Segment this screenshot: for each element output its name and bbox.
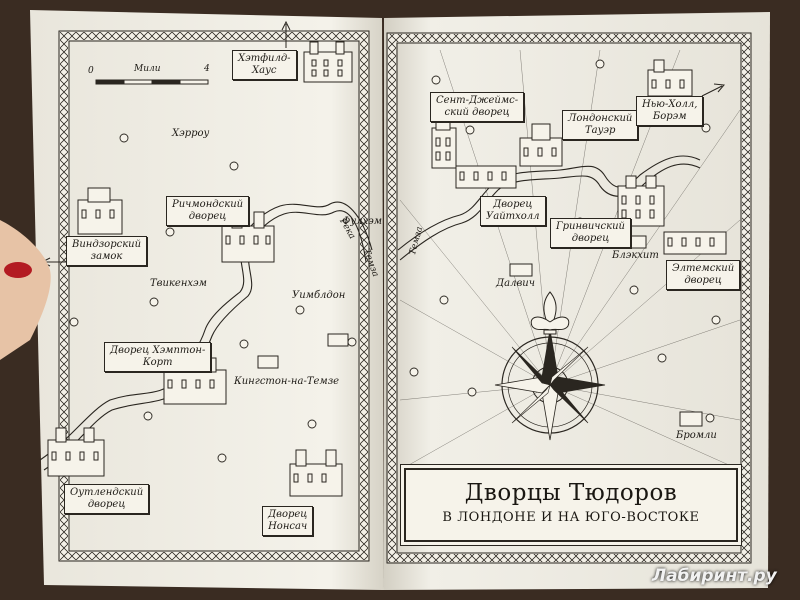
building-oatlands [47, 427, 105, 477]
map-title: Дворцы Тюдоров [464, 480, 678, 506]
nail-polish [4, 262, 32, 278]
scale-bar [95, 79, 209, 85]
label-harrow: Хэрроу [172, 128, 210, 139]
scale-start: 0 [88, 66, 94, 76]
label-eltham-palace: Элтемский дворец [666, 260, 741, 290]
scale-end: 4 [204, 64, 210, 74]
label-new-hall-boreham: Нью-Холл, Борэм [636, 96, 704, 126]
building-new-hall [647, 59, 693, 97]
map-subtitle: в лондоне и на юго-востоке [442, 510, 700, 525]
left-map-border [58, 30, 370, 562]
label-blackheath: Блэкхит [612, 250, 659, 261]
label-tower-of-london: Лондонский Тауэр [562, 110, 639, 140]
thames-river [39, 155, 701, 471]
label-whitehall-palace: Дворец Уайтхолл [480, 196, 546, 226]
label-oatlands-palace: Оутлендский дворец [64, 484, 150, 514]
labirint-watermark: Лабиринт.ру [652, 566, 777, 586]
label-bromley: Бромли [676, 430, 717, 441]
label-dulwich: Далвич [496, 278, 535, 289]
fleur-de-lis [530, 291, 570, 335]
building-windsor [77, 187, 123, 235]
label-hatfield-house: Хэтфилд- Хаус [232, 50, 297, 80]
label-kingston: Кингстон-на-Темзе [234, 376, 340, 387]
hand-skin [0, 220, 51, 360]
label-wimbledon: Уимблдон [292, 290, 346, 301]
left-page [30, 10, 384, 590]
label-nonsuch-palace: Дворец Нонсач [262, 506, 314, 536]
label-greenwich-palace: Гринвичский дворец [550, 218, 631, 248]
map-title-box: Дворцы Тюдоров в лондоне и на юго-восток… [404, 468, 738, 542]
compass-rose [494, 329, 606, 441]
building-whitehall [455, 165, 517, 189]
right-map-border [386, 32, 752, 564]
label-windsor-castle: Виндзорский замок [66, 236, 148, 266]
small-houses [257, 235, 703, 427]
trees [69, 59, 721, 503]
label-richmond-palace: Ричмондский дворец [166, 196, 250, 226]
label-fulham: Фулхэм [342, 216, 382, 227]
scale-label: Мили [134, 64, 161, 74]
label-st-james-palace: Сент-Джеймс- ский дворец [430, 92, 525, 122]
building-nonsuch [289, 449, 343, 497]
hand-holding-book [0, 220, 51, 360]
building-richmond [221, 209, 275, 263]
building-eltham [663, 231, 727, 255]
building-tower [519, 123, 563, 167]
right-page [384, 12, 770, 590]
label-twickenham: Твикенхэм [150, 278, 207, 289]
label-hampton-court-palace: Дворец Хэмптон- Корт [104, 342, 212, 372]
building-hatfield [303, 41, 353, 83]
